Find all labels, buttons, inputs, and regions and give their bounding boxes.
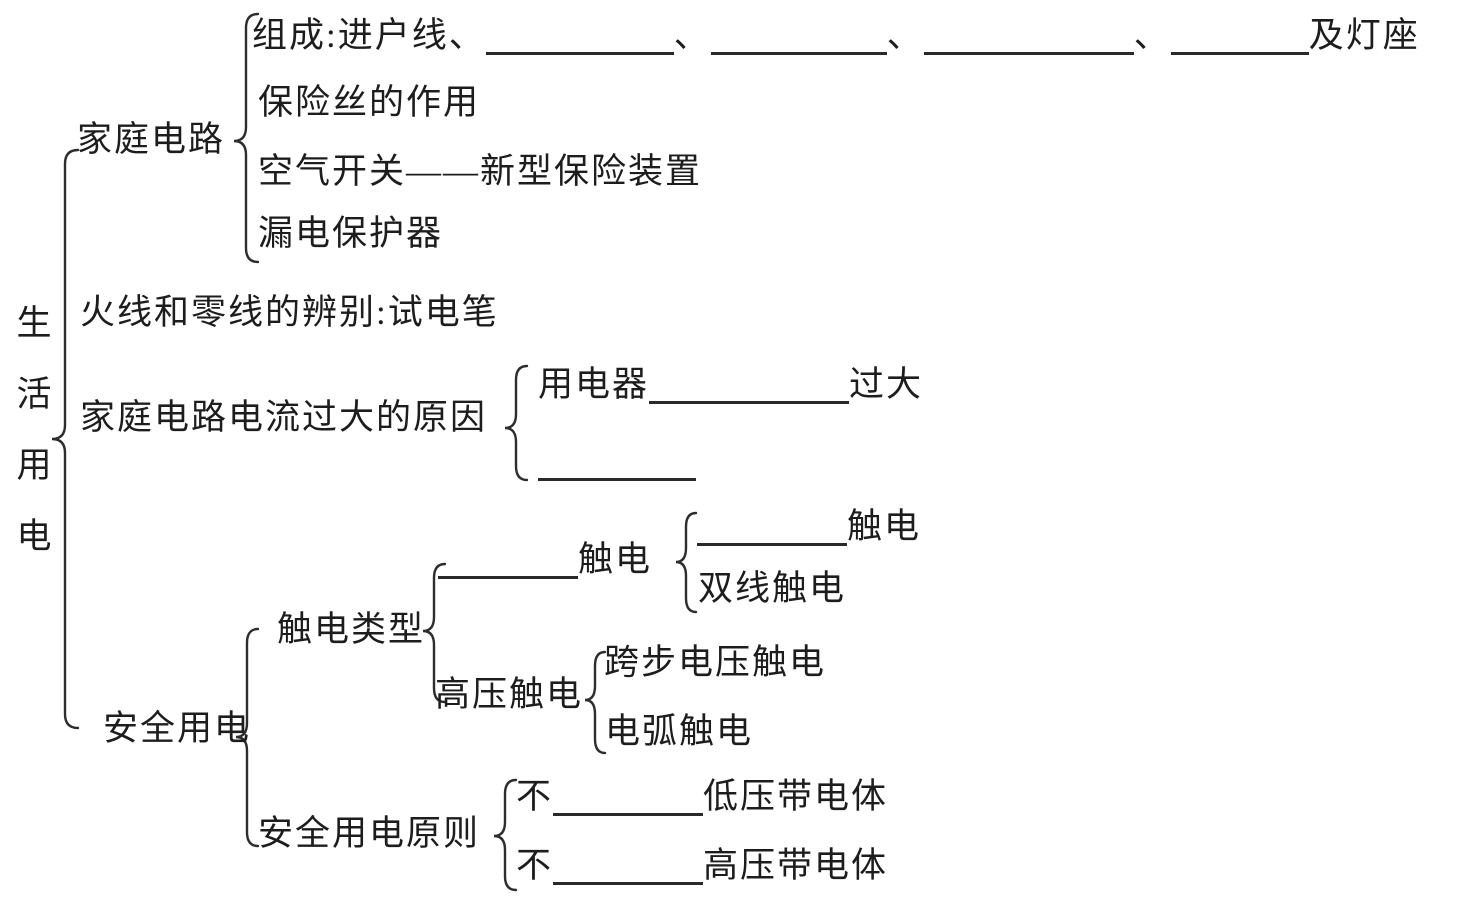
arc-shock-row: 电弧触电 bbox=[605, 712, 753, 752]
shock-types-text: 触电类型 bbox=[277, 610, 426, 649]
wire-identification-text: 火线和零线的辨别:试电笔 bbox=[80, 293, 499, 332]
blank-field-10 bbox=[553, 882, 704, 885]
principle-rule2-row: 不 高压带电体 bbox=[516, 846, 888, 886]
air-switch-row: 空气开关——新型保险装置 bbox=[258, 152, 702, 192]
brace-low-voltage bbox=[675, 511, 698, 614]
appliance-prefix: 用电器 bbox=[538, 365, 650, 404]
double-wire-shock-row: 双线触电 bbox=[698, 569, 846, 609]
principles-text: 安全用电原则 bbox=[258, 814, 481, 853]
brace-root bbox=[51, 148, 80, 730]
principles-label: 安全用电原则 bbox=[258, 814, 480, 854]
safe-use-label: 安全用电 bbox=[103, 709, 251, 749]
composition-separator: 、 bbox=[886, 16, 924, 55]
single-wire-shock-suffix: 触电 bbox=[847, 507, 922, 546]
root-label: 生活用电 bbox=[14, 306, 54, 554]
single-wire-shock-row: 触电 bbox=[697, 507, 921, 547]
step-voltage-shock-text: 跨步电压触电 bbox=[604, 643, 827, 682]
blank-field-9 bbox=[553, 813, 704, 816]
home-circuit-label: 家庭电路 bbox=[77, 120, 225, 160]
step-voltage-shock-row: 跨步电压触电 bbox=[604, 643, 826, 683]
leakage-protector-text: 漏电保护器 bbox=[258, 214, 444, 253]
rule2-prefix: 不 bbox=[516, 846, 554, 885]
blank-field-8 bbox=[697, 543, 847, 546]
appliance-row: 用电器 过大 bbox=[538, 365, 923, 405]
blank-field-7 bbox=[438, 576, 578, 579]
brace-principles bbox=[493, 778, 518, 892]
rule2-suffix: 高压带电体 bbox=[703, 846, 889, 885]
blank-field-2 bbox=[710, 52, 887, 55]
rule1-suffix: 低压带电体 bbox=[703, 777, 889, 816]
principle-rule1-row: 不 低压带电体 bbox=[516, 777, 888, 817]
fuse-text: 保险丝的作用 bbox=[258, 83, 481, 122]
blank-field-5 bbox=[649, 401, 850, 404]
low-voltage-shock-suffix: 触电 bbox=[578, 540, 653, 579]
low-voltage-shock-row: 触电 bbox=[438, 540, 652, 580]
blank-field-6 bbox=[538, 478, 696, 481]
leakage-protector-row: 漏电保护器 bbox=[258, 214, 443, 254]
air-switch-text: 空气开关——新型保险装置 bbox=[258, 152, 703, 191]
overcurrent-text: 家庭电路电流过大的原因 bbox=[80, 398, 488, 437]
safe-use-text: 安全用电 bbox=[103, 709, 252, 748]
composition-separator: 、 bbox=[1133, 16, 1171, 55]
composition-suffix: 及灯座 bbox=[1308, 16, 1420, 55]
blank-field-3 bbox=[923, 52, 1134, 55]
overcurrent-label: 家庭电路电流过大的原因 bbox=[80, 398, 487, 438]
composition-prefix: 组成:进户线、 bbox=[252, 16, 486, 55]
overcurrent-reason2-row bbox=[538, 442, 696, 482]
home-circuit-text: 家庭电路 bbox=[77, 120, 226, 159]
blank-field-4 bbox=[1170, 52, 1309, 55]
high-voltage-shock-label: 高压触电 bbox=[435, 675, 583, 715]
root-label-char: 生 bbox=[16, 304, 52, 343]
shock-types-label: 触电类型 bbox=[277, 610, 425, 650]
blank-field-1 bbox=[485, 52, 674, 55]
fuse-row: 保险丝的作用 bbox=[258, 83, 480, 123]
root-label-char: 活 bbox=[16, 375, 52, 414]
arc-shock-text: 电弧触电 bbox=[605, 712, 754, 751]
double-wire-shock-text: 双线触电 bbox=[698, 569, 847, 608]
root-label-char: 用 bbox=[16, 446, 52, 485]
high-voltage-shock-text: 高压触电 bbox=[435, 675, 584, 714]
root-label-char: 电 bbox=[16, 517, 52, 556]
composition-row: 组成:进户线、 、 、 、 及灯座 bbox=[252, 16, 1420, 56]
rule1-prefix: 不 bbox=[516, 777, 554, 816]
brace-high-voltage bbox=[584, 650, 607, 755]
wire-identification-row: 火线和零线的辨别:试电笔 bbox=[80, 293, 499, 333]
composition-separator: 、 bbox=[673, 16, 711, 55]
appliance-suffix: 过大 bbox=[849, 365, 924, 404]
brace-overcurrent bbox=[504, 364, 529, 482]
